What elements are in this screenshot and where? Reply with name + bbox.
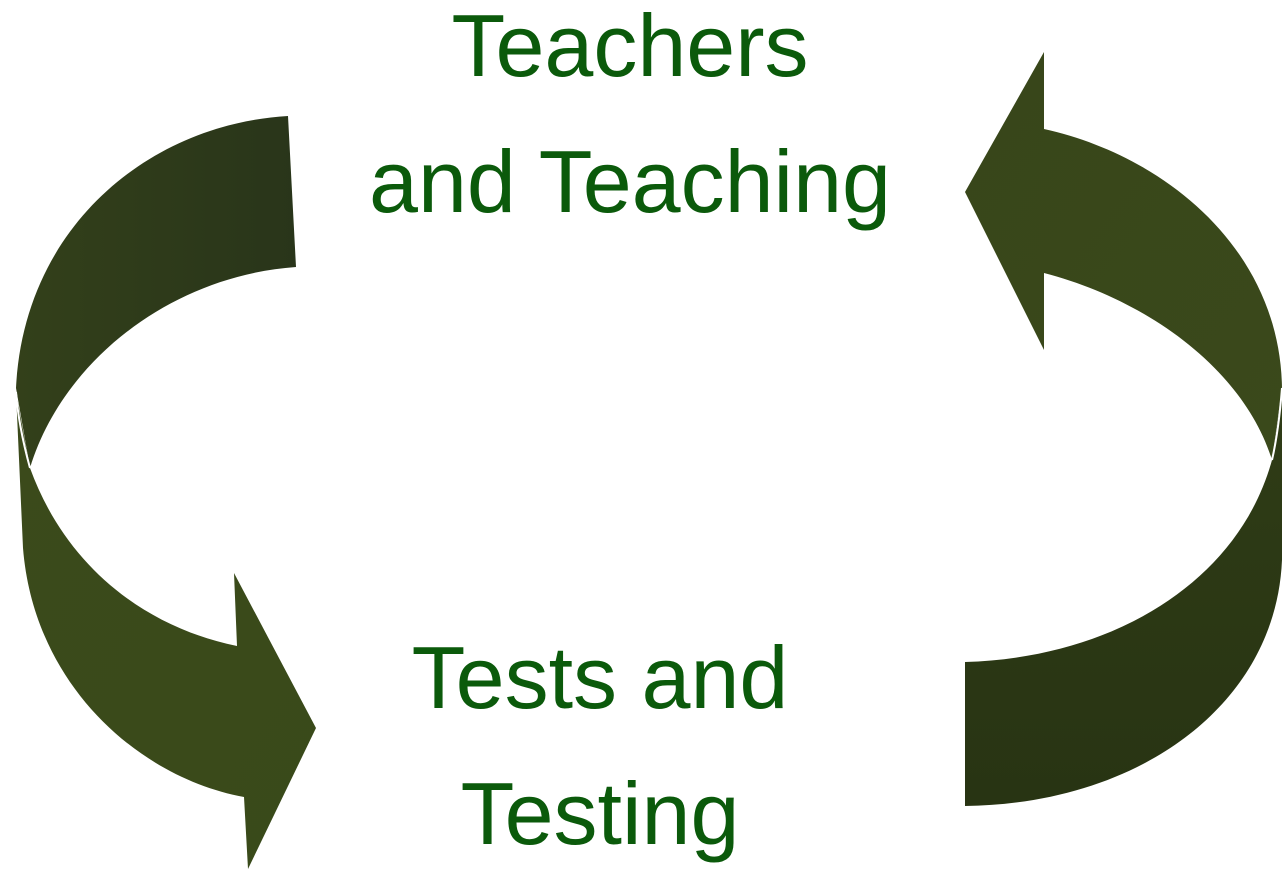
label-teachers-and-teaching: Teachers and Teaching xyxy=(330,0,930,250)
right-arrow-lower-band xyxy=(965,388,1282,806)
label-bottom-line-2: Testing xyxy=(460,764,740,863)
label-bottom-line-1: Tests and xyxy=(411,628,789,727)
label-top-line-2: and Teaching xyxy=(369,132,891,231)
left-arrow-lower-band-with-head xyxy=(16,392,316,869)
right-fold-line xyxy=(1271,387,1283,461)
label-top-line-1: Teachers xyxy=(451,0,809,95)
label-tests-and-testing: Tests and Testing xyxy=(340,610,860,870)
left-fold-line xyxy=(15,391,31,469)
left-arrow-upper-band xyxy=(16,116,296,468)
right-arrow-upper-band-with-head xyxy=(965,52,1282,460)
